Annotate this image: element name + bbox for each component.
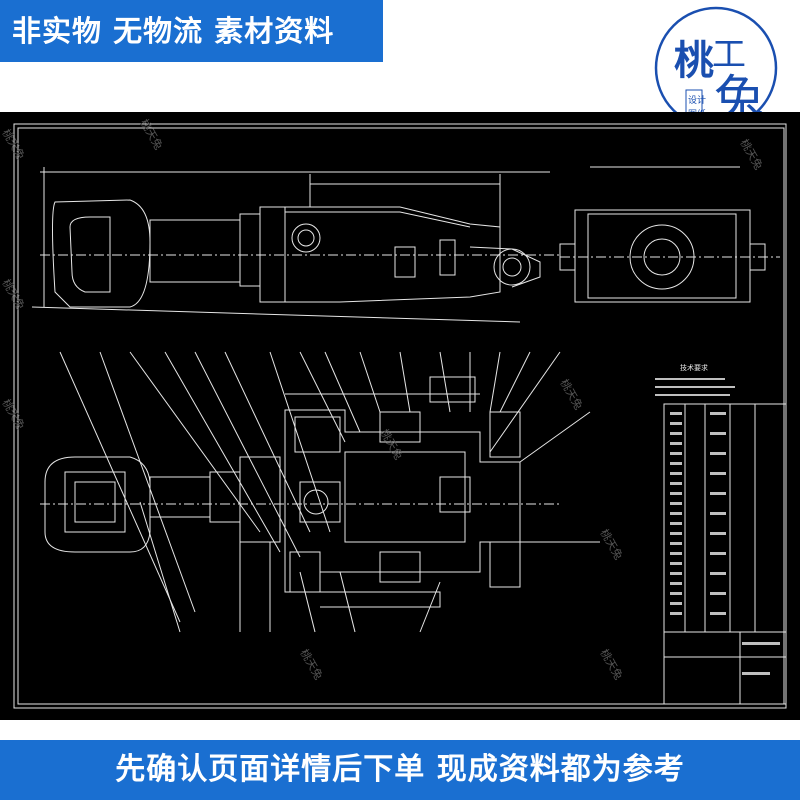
svg-text:设计: 设计 [688, 94, 706, 106]
top-banner: 非实物 无物流 素材资料 [0, 0, 383, 62]
svg-text:工: 工 [712, 35, 746, 75]
svg-text:桃: 桃 [674, 38, 714, 84]
tech-requirements-title: 技术要求 [680, 363, 708, 372]
cad-drawing: 技术要求 桃天兔 桃天兔 桃天兔 桃天兔 桃天兔 桃天兔 桃天兔 桃天兔 桃天兔… [0, 112, 800, 720]
bottom-banner: 先确认页面详情后下单 现成资料都为参考 [0, 740, 800, 800]
logo-seal: 桃 工 兔 设计 图纸 [654, 6, 778, 130]
